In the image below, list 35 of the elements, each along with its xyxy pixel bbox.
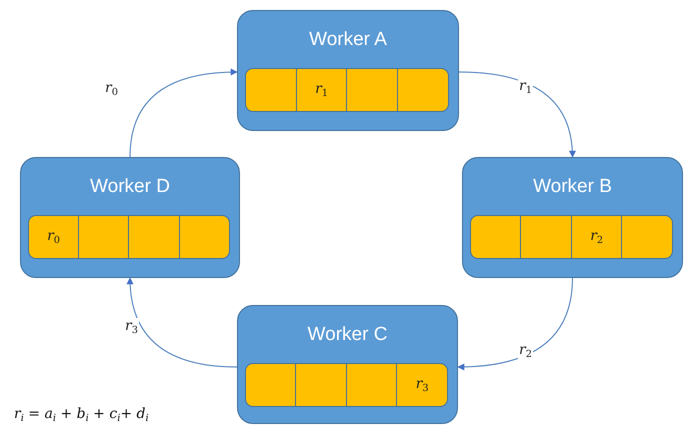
edge-label: r$_{3}$ bbox=[124, 318, 139, 336]
worker-title: Worker C bbox=[306, 324, 388, 346]
worker-title: Worker D bbox=[89, 176, 171, 198]
array-cell bbox=[397, 68, 449, 112]
worker-box bbox=[20, 157, 240, 278]
cell-value: r$_{3}$ bbox=[416, 376, 429, 394]
array-cell bbox=[244, 363, 296, 407]
worker-title: Worker B bbox=[532, 176, 613, 198]
array-cell bbox=[520, 215, 572, 259]
array-cell bbox=[296, 68, 348, 112]
cell-value: r$_{0}$ bbox=[47, 228, 60, 246]
array-cell bbox=[470, 215, 522, 259]
cell-value: r$_{2}$ bbox=[590, 228, 604, 246]
worker-box bbox=[237, 305, 458, 424]
array-cell bbox=[28, 215, 80, 259]
edge-label: r$_{1}$ bbox=[518, 78, 533, 96]
array-cell bbox=[244, 68, 297, 112]
worker-title: Worker A bbox=[308, 29, 388, 51]
worker-box bbox=[462, 157, 683, 278]
array-cell bbox=[570, 215, 622, 259]
array-cell bbox=[295, 363, 347, 407]
worker-box bbox=[237, 10, 459, 131]
curved-arrow bbox=[457, 278, 573, 370]
array-cell bbox=[78, 215, 130, 259]
curved-arrow bbox=[458, 72, 576, 158]
cell-value: r$_{1}$ bbox=[315, 81, 328, 99]
array-cell bbox=[346, 68, 398, 112]
array-cell bbox=[621, 215, 673, 259]
array-cell bbox=[128, 215, 180, 259]
curved-arrow bbox=[130, 68, 238, 158]
formula: r$_{i}$ = a$_{i}$ + b$_{i}$ + c$_{i}$+ d$_{i}$ bbox=[14, 406, 149, 424]
array-cell bbox=[178, 215, 230, 259]
array-cell bbox=[346, 363, 398, 407]
curved-arrow bbox=[126, 277, 238, 368]
array-cell bbox=[396, 363, 448, 407]
